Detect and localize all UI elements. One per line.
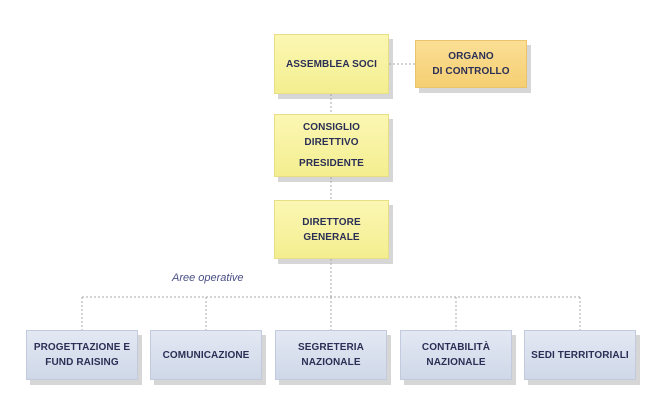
- node-label: PROGETTAZIONE E: [33, 342, 131, 353]
- node-label: PRESIDENTE: [299, 158, 364, 169]
- node-segreteria-nazionale: SEGRETERIA NAZIONALE: [275, 330, 387, 380]
- node-progettazione-fund-raising: PROGETTAZIONE E FUND RAISING: [26, 330, 138, 380]
- node-label: ORGANO: [448, 51, 494, 62]
- node-contabilita-nazionale: CONTABILITÀ NAZIONALE: [400, 330, 512, 380]
- node-comunicazione: COMUNICAZIONE: [150, 330, 262, 380]
- node-label: DI CONTROLLO: [432, 66, 510, 77]
- node-label: CONTABILITÀ: [421, 342, 491, 353]
- node-label: GENERALE: [303, 231, 360, 243]
- node-organo-di-controllo: ORGANO DI CONTROLLO: [415, 40, 527, 88]
- node-label: COMUNICAZIONE: [162, 349, 250, 361]
- node-assemblea-soci: ASSEMBLEA SOCI: [274, 34, 389, 94]
- node-consiglio-direttivo: CONSIGLIO DIRETTIVO PRESIDENTE: [274, 114, 389, 177]
- aree-operative-label: Aree operative: [172, 272, 244, 284]
- node-direttore-generale: DIRETTORE GENERALE: [274, 200, 389, 259]
- node-label: SEGRETERIA: [297, 342, 364, 353]
- node-label: ASSEMBLEA SOCI: [285, 58, 378, 70]
- node-sedi-territoriali: SEDI TERRITORIALI: [524, 330, 636, 380]
- node-label: CONSIGLIO DIRETTIVO: [302, 122, 360, 148]
- node-label: DIRETTORE: [302, 216, 361, 228]
- node-label: SEDI TERRITORIALI: [531, 349, 629, 361]
- node-label: NAZIONALE: [301, 357, 361, 368]
- node-label: FUND RAISING: [45, 357, 119, 368]
- node-label: NAZIONALE: [426, 357, 486, 368]
